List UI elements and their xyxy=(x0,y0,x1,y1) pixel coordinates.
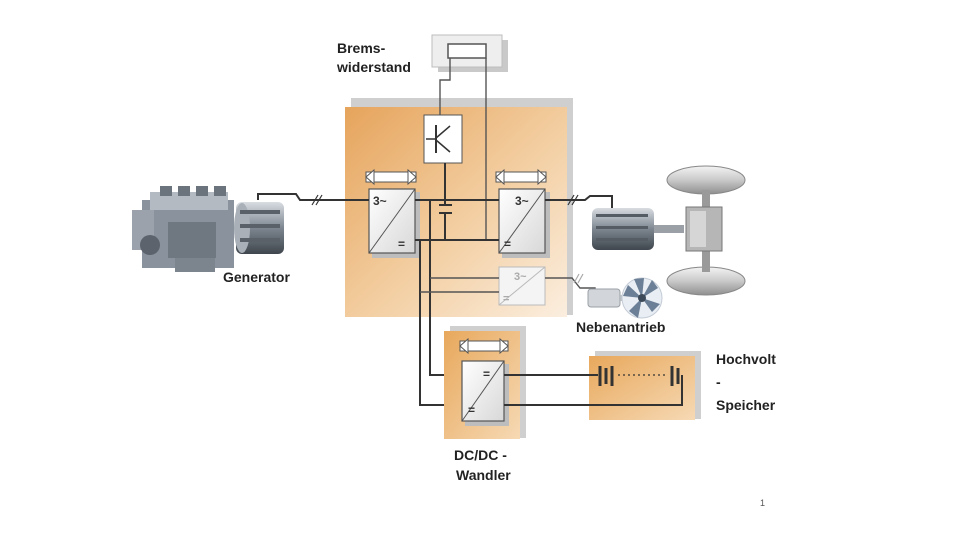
brake-resistor-label-line1: Brems- xyxy=(337,40,386,56)
dcdc-label-line2: Wandler xyxy=(456,467,511,483)
converter-module-aux: 3~ = xyxy=(498,266,546,306)
generator-motor-icon xyxy=(234,202,284,254)
transistor-switch-icon xyxy=(423,114,463,164)
converter-right-dc-symbol: = xyxy=(504,237,511,251)
battery-box xyxy=(589,351,701,420)
bidirectional-arrow-icon xyxy=(459,337,509,355)
dcdc-label-line1: DC/DC - xyxy=(454,447,507,463)
brake-resistor xyxy=(431,34,508,72)
generator-label: Generator xyxy=(223,269,290,285)
converter-aux-ac-symbol: 3~ xyxy=(514,271,527,283)
dcdc-top-symbol: = xyxy=(483,367,490,381)
generator-cable xyxy=(257,193,369,201)
bidirectional-arrow-icon xyxy=(495,168,547,186)
bidirectional-arrow-icon xyxy=(365,168,417,186)
page-marker: 1 xyxy=(760,498,765,508)
resistor-icon xyxy=(447,43,487,59)
converter-left-dc-symbol: = xyxy=(398,237,405,251)
three-phase-marker xyxy=(311,194,323,206)
axle-wheels-icon xyxy=(666,165,746,296)
dcdc-bottom-symbol: = xyxy=(468,403,475,417)
converter-right-ac-symbol: 3~ xyxy=(515,194,529,208)
battery-wire-bottom xyxy=(504,375,683,406)
battery-icon xyxy=(598,366,680,386)
dcdc-module: = = xyxy=(461,360,509,426)
converter-module-left: 3~ = xyxy=(368,188,420,258)
three-phase-marker xyxy=(573,273,584,284)
battery-label-line2: - xyxy=(716,374,721,390)
fan-icon xyxy=(621,277,663,319)
traction-motor-icon xyxy=(592,208,684,250)
converter-left-ac-symbol: 3~ xyxy=(373,194,387,208)
battery-label-line3: Speicher xyxy=(716,397,776,413)
engine-icon xyxy=(132,186,234,272)
converter-module-right: 3~ = xyxy=(498,188,550,258)
three-phase-marker xyxy=(567,194,579,206)
auxiliary-drive-label: Nebenantrieb xyxy=(576,319,665,335)
battery-label-line1: Hochvolt xyxy=(716,351,776,367)
brake-resistor-label-line2: widerstand xyxy=(336,59,411,75)
resistor-wire-left xyxy=(439,58,451,115)
converter-aux-dc-symbol: = xyxy=(503,293,509,305)
